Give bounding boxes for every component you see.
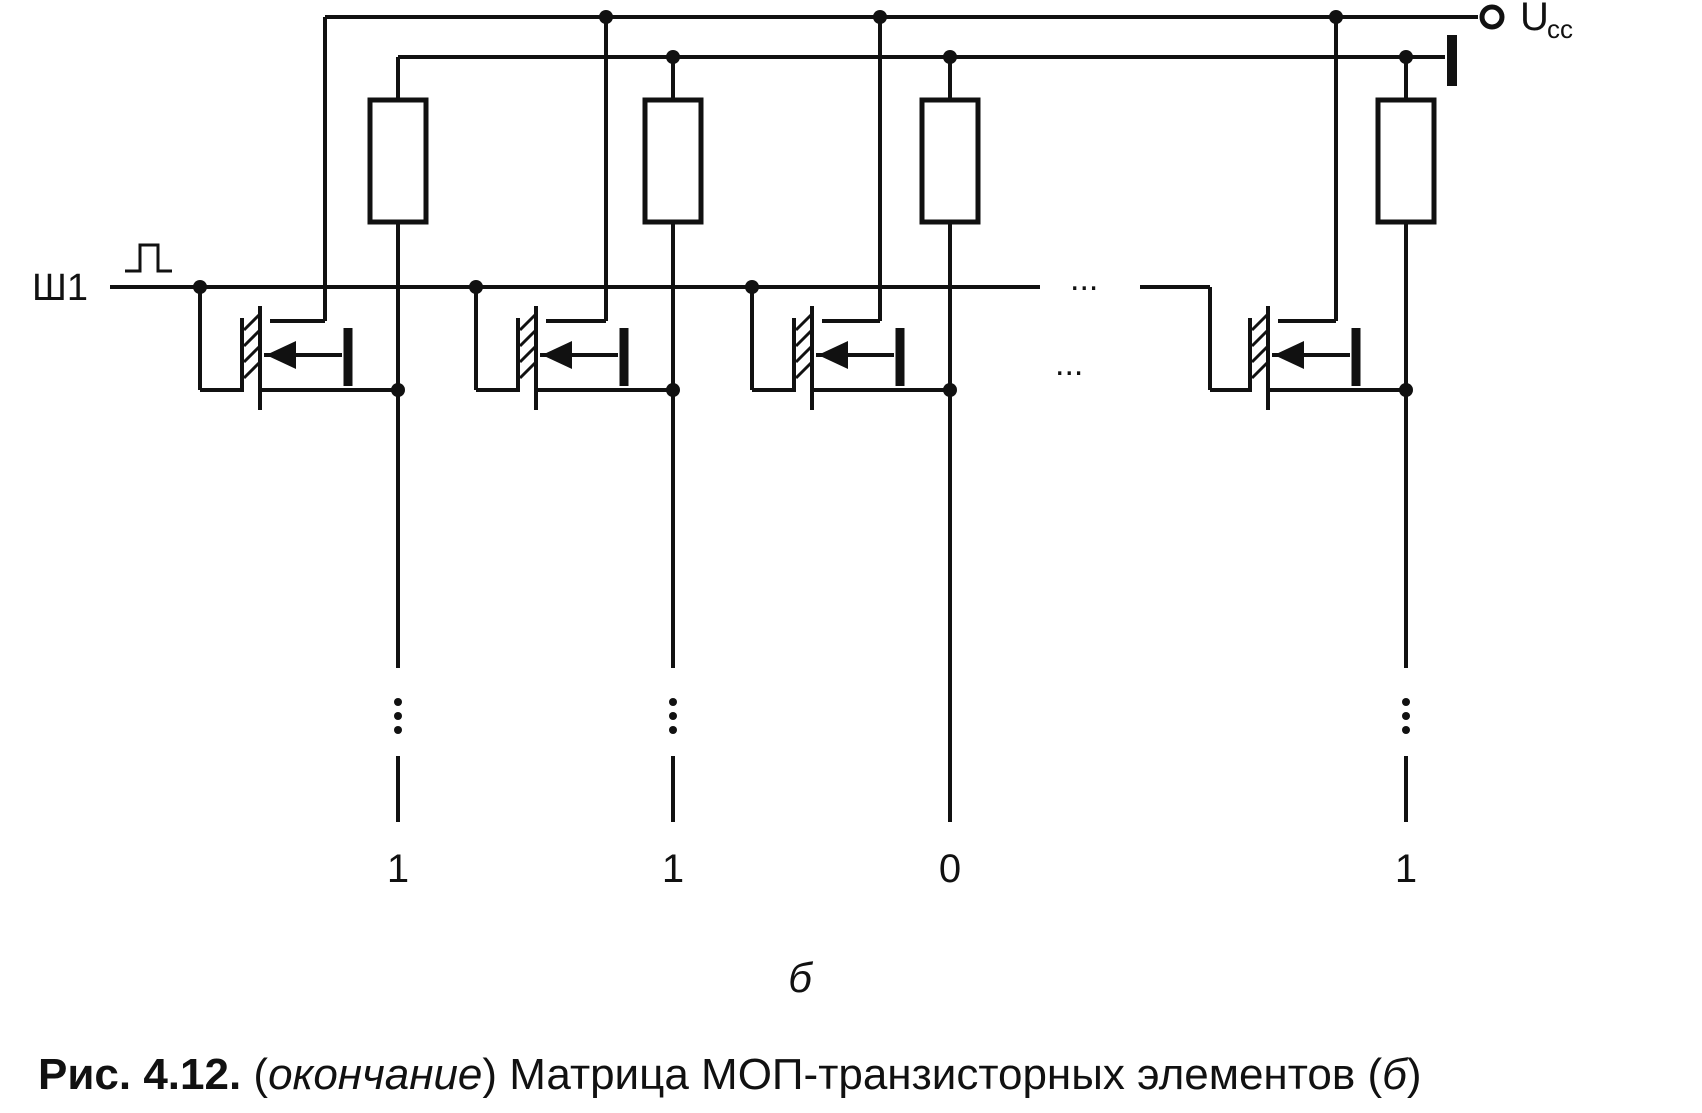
output-bit-3: 0 bbox=[939, 847, 961, 891]
pulse-icon bbox=[125, 243, 172, 273]
column-4: 1 bbox=[1208, 17, 1437, 891]
supply-label: U bbox=[1520, 0, 1549, 39]
mos-transistor bbox=[198, 287, 405, 410]
bus-label: Ш1 bbox=[32, 267, 88, 309]
caption-letter: б bbox=[1382, 1050, 1407, 1099]
caption-number: Рис. 4.12. bbox=[38, 1050, 242, 1099]
sub-figure-label: б bbox=[788, 954, 813, 1001]
ground-rail bbox=[396, 35, 1457, 100]
ellipsis-mid: ... bbox=[1055, 345, 1083, 383]
supply-subscript: cc bbox=[1547, 14, 1573, 44]
mos-transistor bbox=[474, 287, 680, 410]
resistor bbox=[1375, 97, 1437, 225]
figure-caption: Рис. 4.12. (окончание) Матрица МОП-транз… bbox=[38, 1050, 1678, 1100]
arrow-icon bbox=[818, 341, 848, 369]
column-1: 1 bbox=[198, 57, 429, 891]
caption-paren-open: ( bbox=[253, 1050, 269, 1099]
caption-end: ) bbox=[1406, 1050, 1422, 1099]
column-2: 1 bbox=[474, 17, 704, 891]
column-3: 0 bbox=[750, 17, 981, 891]
mos-transistor bbox=[1208, 287, 1413, 410]
arrow-icon bbox=[1274, 341, 1304, 369]
resistor bbox=[919, 97, 981, 225]
arrow-icon bbox=[542, 341, 572, 369]
output-bit-4: 1 bbox=[1395, 847, 1417, 891]
caption-text: Матрица МОП-транзисторных элементов ( bbox=[497, 1050, 1383, 1099]
resistor bbox=[642, 97, 704, 225]
output-bit-1: 1 bbox=[387, 847, 409, 891]
caption-paren-close: ) bbox=[482, 1050, 498, 1099]
mos-transistor bbox=[750, 287, 957, 410]
arrow-icon bbox=[266, 341, 296, 369]
caption-italic: окончание bbox=[268, 1050, 483, 1099]
resistor bbox=[367, 97, 429, 225]
columns: 1 1 0 1 bbox=[198, 17, 1437, 891]
ellipsis-top: ... bbox=[1070, 260, 1098, 298]
supply-rail: U cc bbox=[270, 0, 1573, 323]
supply-terminal bbox=[1479, 4, 1505, 30]
output-bit-2: 1 bbox=[662, 847, 684, 891]
